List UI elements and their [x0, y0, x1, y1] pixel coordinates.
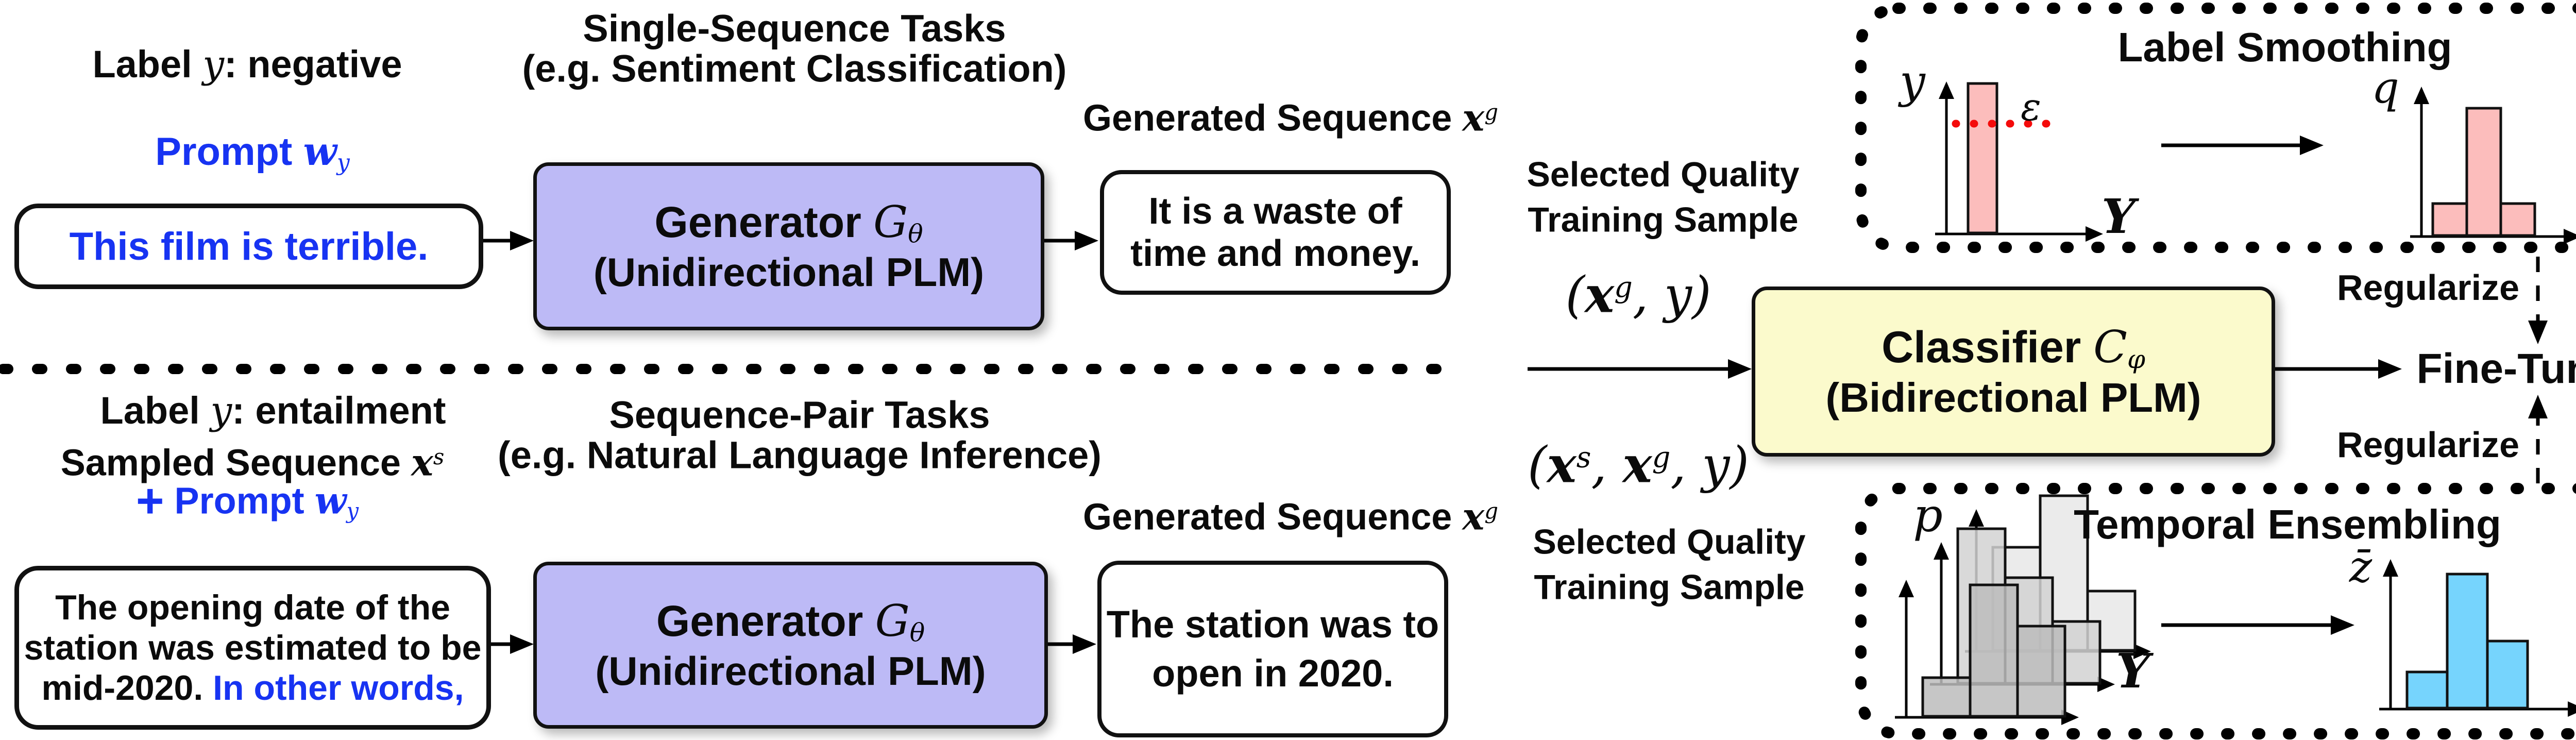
prompt-label-top: Prompt wy	[155, 128, 350, 176]
ls-y-axis-label: y	[1900, 55, 1925, 108]
generated-sequence-label-bottom: Generated Sequence xg	[1083, 494, 1498, 539]
selected-sample-label-bottom: Selected Quality Training Sample	[1533, 519, 1805, 611]
label-negative: Label y: negative	[92, 42, 402, 87]
classifier-box: Classifier Cφ (Bidirectional PLM)	[1752, 287, 2275, 457]
selected-bottom-line1: Selected Quality	[1533, 522, 1806, 562]
ls-q-axis-label: q	[2371, 62, 2399, 113]
task-title-bottom-line2: (e.g. Natural Language Inference)	[498, 434, 1101, 477]
regularize-label-top: Regularize	[2337, 267, 2519, 308]
classifier-line1: Classifier Cφ	[1882, 322, 2145, 374]
input-bottom-line2: station was estimated to be	[24, 628, 482, 667]
generator-bottom-line2: (Unidirectional PLM)	[595, 648, 986, 694]
output-sequence-box-bottom: The station was to open in 2020.	[1097, 561, 1448, 737]
tuple-xs-xg-y: (xs, xg, y)	[1528, 435, 1749, 494]
generator-box-top: Generator Gθ (Unidirectional PLM)	[533, 162, 1044, 330]
output-top-line2: time and money.	[1130, 233, 1420, 274]
sampled-sequence-label: Sampled Sequence xs	[60, 440, 445, 484]
te-zbar-axis-label: z̄	[2349, 542, 2372, 592]
output-bottom-line1: The station was to	[1106, 602, 1439, 646]
selected-top-line1: Selected Quality	[1527, 155, 1800, 194]
classifier-line2: (Bidirectional PLM)	[1825, 374, 2201, 421]
generator-box-bottom: Generator Gθ (Unidirectional PLM)	[533, 562, 1048, 729]
generator-bottom-line1: Generator Gθ	[656, 596, 925, 648]
te-cal-y-left: Y	[2116, 643, 2150, 699]
input-sequence-box-top: This film is terrible.	[14, 204, 483, 289]
task-title-bottom: Sequence-Pair Tasks (e.g. Natural Langua…	[498, 395, 1101, 476]
ls-cal-y-left: Y	[2102, 189, 2136, 244]
task-title-top-line1: Single-Sequence Tasks	[583, 7, 1006, 50]
output-top-line1: It is a waste of	[1148, 191, 1402, 232]
generator-top-line2: (Unidirectional PLM)	[593, 249, 985, 295]
task-title-bottom-line1: Sequence-Pair Tasks	[609, 393, 990, 436]
generated-sequence-label-top: Generated Sequence xg	[1083, 95, 1498, 140]
label-entailment: Label y: entailment	[100, 389, 446, 433]
output-bottom-line2: open in 2020.	[1152, 651, 1394, 695]
selected-bottom-line2: Training Sample	[1534, 568, 1805, 607]
input-bottom-line1: The opening date of the	[55, 587, 450, 627]
selected-sample-label-top: Selected Quality Training Sample	[1527, 152, 1799, 243]
te-p-axis-label: p	[1913, 488, 1943, 543]
tuple-xg-y: (xg, y)	[1565, 265, 1711, 324]
generator-top-line1: Generator Gθ	[654, 197, 923, 249]
input-sequence-text-top: This film is terrible.	[69, 224, 429, 268]
temporal-ensembling-title: Temporal Ensembling	[2074, 501, 2501, 547]
regularize-label-bottom: Regularize	[2337, 425, 2519, 465]
input-bottom-line3: mid-2020. In other words,	[41, 668, 464, 708]
task-title-top: Single-Sequence Tasks (e.g. Sentiment Cl…	[522, 7, 1067, 90]
label-smoothing-title: Label Smoothing	[2117, 24, 2452, 70]
prompt-label-bottom: + Prompt wy	[135, 474, 359, 528]
ls-epsilon-label: ε	[2021, 85, 2041, 129]
selected-top-line2: Training Sample	[1528, 200, 1799, 240]
output-sequence-box-top: It is a waste of time and money.	[1100, 170, 1451, 295]
fine-tuning-label: Fine-Tuning	[2416, 345, 2576, 392]
input-sequence-box-bottom: The opening date of the station was esti…	[14, 566, 491, 730]
task-title-top-line2: (e.g. Sentiment Classification)	[522, 47, 1067, 90]
